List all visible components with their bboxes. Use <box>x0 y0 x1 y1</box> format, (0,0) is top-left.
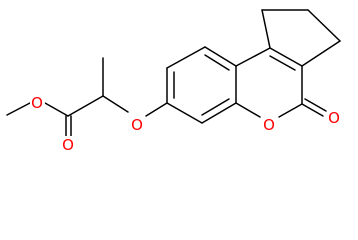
bond-ether-o-ring <box>145 102 168 117</box>
benzene-ring <box>166 46 237 124</box>
structure-drawing: O O O O O <box>6 9 342 154</box>
bond-c3-c4 <box>269 47 303 67</box>
bond-methyl-o <box>6 102 31 116</box>
bond-carbonyl-c-ch <box>67 95 104 117</box>
bond-c3-c4-inner <box>269 55 296 71</box>
lactone-carbonyl-oxygen: O <box>328 109 340 127</box>
ether-oxygen: O <box>131 116 143 134</box>
bond-cp-4 <box>301 40 341 67</box>
bond-benz-5 <box>201 102 237 124</box>
bond-ch-ether-o <box>102 95 129 113</box>
bond-lactone-carbonyl-a <box>301 103 324 117</box>
bond-lactone-carbonyl-b <box>304 98 327 112</box>
bond-benz-2 <box>166 46 206 69</box>
bond-benz-inner-3 <box>201 98 230 116</box>
bond-c4-c4a <box>235 47 271 67</box>
ester-methyl-oxygen: O <box>31 94 43 112</box>
ring-oxygen: O <box>263 116 275 134</box>
bond-o-carbonyl-c <box>44 102 69 117</box>
ester-carbonyl-oxygen: O <box>62 136 74 154</box>
bond-benz-6 <box>166 102 203 124</box>
bond-benz-3 <box>204 46 237 67</box>
cyclopentane-ring <box>261 9 341 67</box>
bond-cp-3 <box>307 9 341 42</box>
bond-c8a-ring-o <box>235 102 261 118</box>
lactone-ring <box>235 47 327 118</box>
bond-cp-1 <box>261 9 271 49</box>
bond-benz-inner-2 <box>204 54 230 71</box>
ester-side-chain <box>6 57 168 138</box>
atom-labels: O O O O O <box>30 94 342 154</box>
bond-ring-o-c-carbonyl <box>278 103 303 118</box>
